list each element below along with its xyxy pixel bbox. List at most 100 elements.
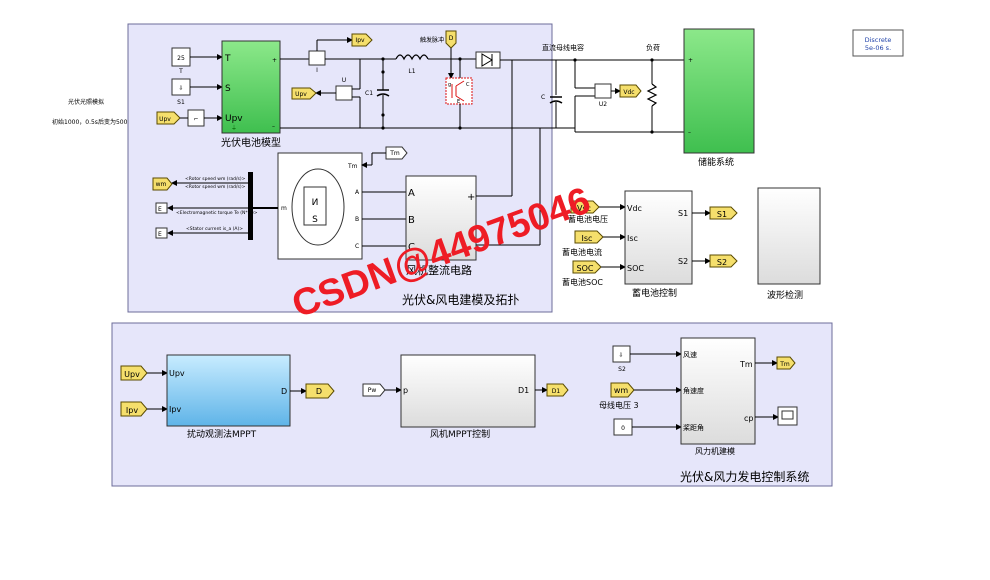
load-label: 负荷 xyxy=(646,43,660,52)
pv-goto-ipv-label: Ipv xyxy=(355,37,365,44)
battery-in-vdc: Vdc xyxy=(627,204,642,213)
battery-control-block[interactable] xyxy=(624,190,693,285)
pv-goto-ipv[interactable] xyxy=(351,33,373,47)
waveform-block[interactable] xyxy=(757,187,821,285)
powergui-line1: Discrete xyxy=(865,36,892,44)
pv-goto-upv-label: Upv xyxy=(295,91,307,98)
battery-goto-s2[interactable] xyxy=(709,254,738,268)
cap-c-label: C xyxy=(541,94,545,101)
bus-selector[interactable] xyxy=(248,172,253,240)
machine-from-tm-label: Tm xyxy=(389,150,400,157)
powergui-line2: 5e-06 s. xyxy=(865,44,891,52)
mppt-po-block[interactable] xyxy=(166,354,291,427)
machine-tm-port: Tm xyxy=(347,163,358,170)
ground-icon: ⏚ xyxy=(231,125,237,132)
machine-m-port: m xyxy=(281,205,287,212)
pv-model-block[interactable] xyxy=(221,40,281,134)
wind-in-speed: 风速 xyxy=(683,351,697,359)
load-resistor[interactable] xyxy=(646,83,658,107)
wind-pitch-value: 0 xyxy=(621,425,625,432)
dc-goto-vdc[interactable] xyxy=(619,84,642,98)
pv-port-upv: Upv xyxy=(225,114,243,124)
wind-goto-d1-label: D1 xyxy=(552,388,561,395)
battery-from-soc[interactable] xyxy=(572,260,602,274)
wind-turbine-title: 风力机建模 xyxy=(695,446,735,456)
diode-block[interactable] xyxy=(475,51,501,69)
terminator-icon-2: E xyxy=(158,231,162,238)
wind-out-tm: Tm xyxy=(739,360,753,369)
storage-block[interactable] xyxy=(683,28,755,154)
battery-in-soc: SOC xyxy=(627,264,644,273)
machine-phase-c: C xyxy=(355,243,359,250)
mppt-in-ipv: Ipv xyxy=(169,405,181,414)
wind-mppt-block[interactable] xyxy=(400,354,536,428)
pv-goto-upv[interactable] xyxy=(291,87,317,100)
machine-stator-icon: И xyxy=(312,198,319,208)
machine-phase-a: A xyxy=(355,189,360,196)
wind-turbine-block[interactable] xyxy=(680,337,756,445)
battery-from-isc[interactable] xyxy=(574,230,604,244)
mppt-po-title: 扰动观测法MPPT xyxy=(187,428,257,440)
powergui-block[interactable] xyxy=(852,29,904,57)
pv-voltage-meas[interactable] xyxy=(335,85,353,101)
machine-torque: <Electromagnetic torque Te (N*m)> xyxy=(176,210,258,216)
rectifier-port-a: A xyxy=(408,188,415,199)
terminator-stator[interactable] xyxy=(155,227,168,239)
pv-const-label: T xyxy=(178,68,183,75)
machine-goto-wm-label: wm xyxy=(156,181,167,188)
wind-goto-d1[interactable] xyxy=(546,383,569,397)
mppt-out-d: D xyxy=(281,387,287,396)
battery-from-vsc[interactable] xyxy=(570,200,600,214)
pv-current-meas[interactable] xyxy=(308,50,326,66)
rectifier-port-c: C xyxy=(408,242,415,253)
battery-goto-s1[interactable] xyxy=(709,206,738,220)
mppt-goto-d[interactable] xyxy=(305,383,335,399)
machine-from-tm[interactable] xyxy=(385,146,408,160)
pv-model-title: 光伏电池模型 xyxy=(221,136,281,149)
wind-from-wm[interactable] xyxy=(610,382,635,398)
pv-minus-sign: – xyxy=(272,123,275,130)
dc-meas-u2: U2 xyxy=(599,101,607,108)
dc-voltage-meas[interactable] xyxy=(594,83,612,99)
storage-minus: – xyxy=(688,129,691,136)
pv-from-upv-label: Upv xyxy=(159,116,171,123)
wind-from-pw[interactable] xyxy=(362,383,386,397)
machine-rotor-icon: S xyxy=(312,215,318,225)
inductor-l1[interactable] xyxy=(395,54,429,61)
delay-icon: ⌐ xyxy=(193,116,198,123)
pv-port-t: T xyxy=(224,54,231,64)
battery-control-title: 蓄电池控制 xyxy=(632,287,677,299)
rectifier-port-plus: + xyxy=(467,192,475,203)
mppt-from-ipv[interactable] xyxy=(120,401,148,417)
battery-goto-s1-label: S1 xyxy=(717,210,727,219)
note-line1: 光伏光照模拟 xyxy=(68,98,104,106)
wind-mppt-title: 风机MPPT控制 xyxy=(430,428,490,440)
battery-goto-s2-label: S2 xyxy=(717,258,727,267)
machine-goto-wm[interactable] xyxy=(152,177,173,191)
wind-in-p: p xyxy=(403,386,408,395)
note-line2: 初始1000，0.5s后变为500 xyxy=(52,118,128,126)
wind-in-angvel: 角速度 xyxy=(683,386,704,395)
battery-current-label: 蓄电池电流 xyxy=(562,247,602,257)
pv-step-label: S1 xyxy=(177,99,185,106)
battery-out-s2: S2 xyxy=(678,257,688,266)
wind-step-label: S2 xyxy=(618,366,626,373)
machine-rotor-speed1: <Rotor speed wm (rad/s)> xyxy=(185,176,246,182)
mppt-from-upv[interactable] xyxy=(120,365,148,381)
wind-goto-tm[interactable] xyxy=(776,356,796,370)
terminator-torque[interactable] xyxy=(155,202,168,214)
battery-from-soc-label: SOC xyxy=(577,264,594,273)
step-icon: ⇩ xyxy=(178,85,183,92)
boost-from-d[interactable] xyxy=(445,30,457,49)
igbt-port-g: g xyxy=(448,82,451,88)
dc-goto-vdc-label: Vdc xyxy=(623,89,634,96)
subsystem-title-top: 光伏&风电建模及拓扑 xyxy=(402,293,519,307)
rectifier-block[interactable] xyxy=(405,175,477,261)
igbt-icon xyxy=(451,80,465,102)
igbt-switch[interactable] xyxy=(445,77,473,105)
machine-rotor-speed2: <Rotor speed wm (rad/s)> xyxy=(185,184,246,190)
pv-from-upv[interactable] xyxy=(156,111,181,125)
mppt-from-upv-label: Upv xyxy=(124,370,140,379)
wind-from-pw-label: Pw xyxy=(368,387,377,394)
battery-from-vsc-label: Vsc xyxy=(577,204,591,213)
